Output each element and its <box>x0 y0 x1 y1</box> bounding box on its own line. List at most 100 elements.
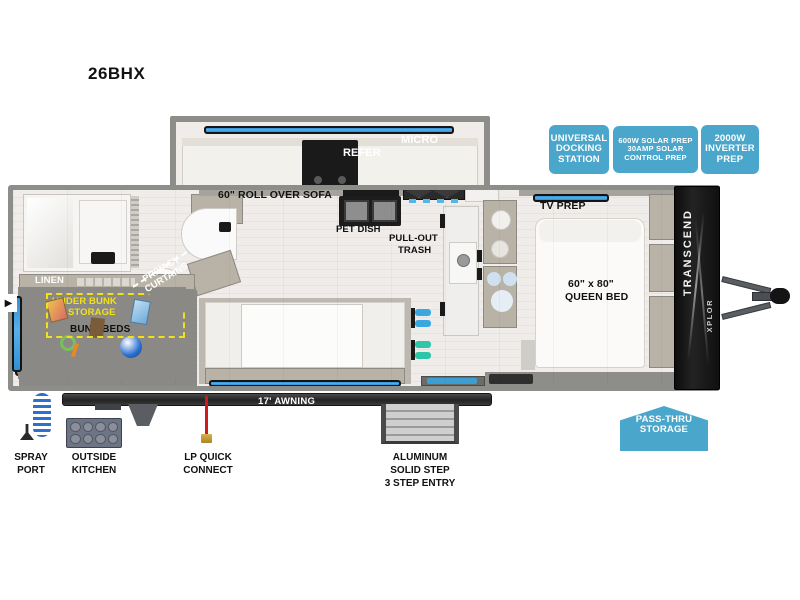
stove-knob <box>423 199 430 203</box>
stove-knob <box>437 199 444 203</box>
entry-door-window <box>427 378 477 384</box>
callout-outside-kitchen-line2: KITCHEN <box>71 465 117 476</box>
awning-roller <box>62 393 492 406</box>
console-knob <box>314 176 322 184</box>
badge-line: DOCKING <box>555 143 603 155</box>
shoe <box>415 320 431 327</box>
shoe <box>415 341 431 348</box>
badge-line: STORAGE <box>639 424 689 436</box>
badge-universal-docking-station: UNIVERSAL DOCKING STATION <box>549 125 609 174</box>
sofa-center-console <box>302 140 358 188</box>
badge-inverter-prep: 2000W INVERTER PREP <box>701 125 759 174</box>
entry-arrow-marker: ▶ <box>0 294 17 312</box>
brand-logo-xplor: XPLOR <box>705 299 714 333</box>
callout-spray-port-line1: SPRAY <box>14 452 48 463</box>
callout-lp-quick-line2: CONNECT <box>183 465 233 476</box>
callout-outside-kitchen-line1: OUTSIDE <box>71 452 117 463</box>
label-under-bunk-storage-2: STORAGE <box>68 307 116 318</box>
grill-burner <box>82 422 93 432</box>
window-rear-overlay <box>12 296 22 372</box>
console-knob <box>338 176 346 184</box>
hitch-coupler <box>770 288 790 304</box>
wardrobe-basket <box>487 272 501 286</box>
window-dinette-slide <box>209 380 401 386</box>
badge-solar-prep: 600W SOLAR PREP 30AMP SOLAR CONTROL PREP <box>613 126 698 173</box>
badge-line: PREP <box>716 153 744 165</box>
outside-kitchen-grill <box>66 418 122 448</box>
island-handle <box>477 250 482 262</box>
queen-bed <box>535 218 645 368</box>
callout-step-line2: SOLID STEP <box>390 465 450 476</box>
exterior-storage-hatch <box>489 374 533 384</box>
stove-knob <box>451 199 458 203</box>
refrigerator <box>343 190 399 200</box>
shower-fixture <box>91 252 115 264</box>
propane-bracket <box>128 404 158 426</box>
badge-line: UNIVERSAL <box>550 133 608 145</box>
brand-logo-transcend: TRANSCEND <box>682 209 694 297</box>
island-handle <box>440 302 445 316</box>
label-under-bunk-storage-1: UNDER BUNK <box>52 296 117 307</box>
front-cap: TRANSCEND XPLOR <box>674 186 720 390</box>
wardrobe-knob <box>491 240 509 258</box>
callout-step-line1: ALUMINUM <box>392 452 448 463</box>
dinette-table <box>241 304 363 368</box>
stove-knob <box>409 199 416 203</box>
lp-quick-connect-line <box>205 396 208 438</box>
cooktop <box>403 190 465 200</box>
grill-burner <box>95 422 106 432</box>
grill-burner <box>95 434 106 444</box>
badge-line: PASS-THRU <box>635 414 693 425</box>
badge-line: STATION <box>558 153 600 165</box>
badge-line: INVERTER <box>705 143 755 155</box>
label-roll-over-sofa: 60" ROLL OVER SOFA <box>218 189 332 201</box>
wardrobe-basket <box>503 272 517 286</box>
linen-doors <box>77 278 135 286</box>
badge-pass-thru-storage: PASS-THRU STORAGE <box>620 406 708 451</box>
grill-burner <box>70 422 81 432</box>
shoe <box>415 309 431 316</box>
bath-sink <box>181 208 237 260</box>
grill-burner <box>107 422 118 432</box>
lp-quick-connect-fitting <box>201 434 212 443</box>
grill-burner <box>107 434 118 444</box>
shower-curtain <box>131 196 139 268</box>
window-sofa-slide <box>204 126 454 134</box>
page-title: 26BHX <box>88 64 146 83</box>
label-pull-out-trash-2: TRASH <box>398 245 432 256</box>
bed-pillows <box>539 220 641 242</box>
shoe <box>415 352 431 359</box>
a-frame-rail-bottom <box>721 301 772 320</box>
bath-faucet <box>219 222 231 232</box>
wardrobe-basket <box>491 290 513 312</box>
pet-bowl <box>372 200 397 222</box>
slide-out-interior <box>176 122 484 190</box>
grill-burner <box>70 434 81 444</box>
island-handle <box>440 214 445 228</box>
shoe-rack-bar <box>411 340 415 360</box>
label-micro: MICRO <box>401 134 439 146</box>
spray-port-hose <box>33 393 51 437</box>
grill-burner <box>82 434 93 444</box>
badge-line: 2000W <box>714 133 746 145</box>
label-tv-prep: TV PREP <box>540 200 586 212</box>
callout-spray-port-line2: PORT <box>17 465 45 476</box>
kitchen-counter-right <box>465 190 499 202</box>
sink-drain <box>457 254 470 267</box>
bedroom-wall-top <box>519 190 683 196</box>
label-linen: LINEN <box>35 275 64 286</box>
shower-corner-glass <box>27 198 73 268</box>
toy-ball-overlay <box>120 336 142 358</box>
label-awning: 17' AWNING <box>258 396 316 407</box>
badge-line: 30AMP SOLAR <box>627 144 684 154</box>
label-refer: REFER <box>343 147 381 159</box>
entry-steps <box>381 404 459 444</box>
callout-step-line3: 3 STEP ENTRY <box>384 478 456 489</box>
cap-graphic-swoosh <box>694 217 710 367</box>
shoe-rack-bar <box>411 308 415 328</box>
wardrobe-knob <box>491 210 511 230</box>
pet-bowl <box>344 200 369 222</box>
bedroom-partition <box>521 340 535 370</box>
frame-rail <box>95 404 121 410</box>
